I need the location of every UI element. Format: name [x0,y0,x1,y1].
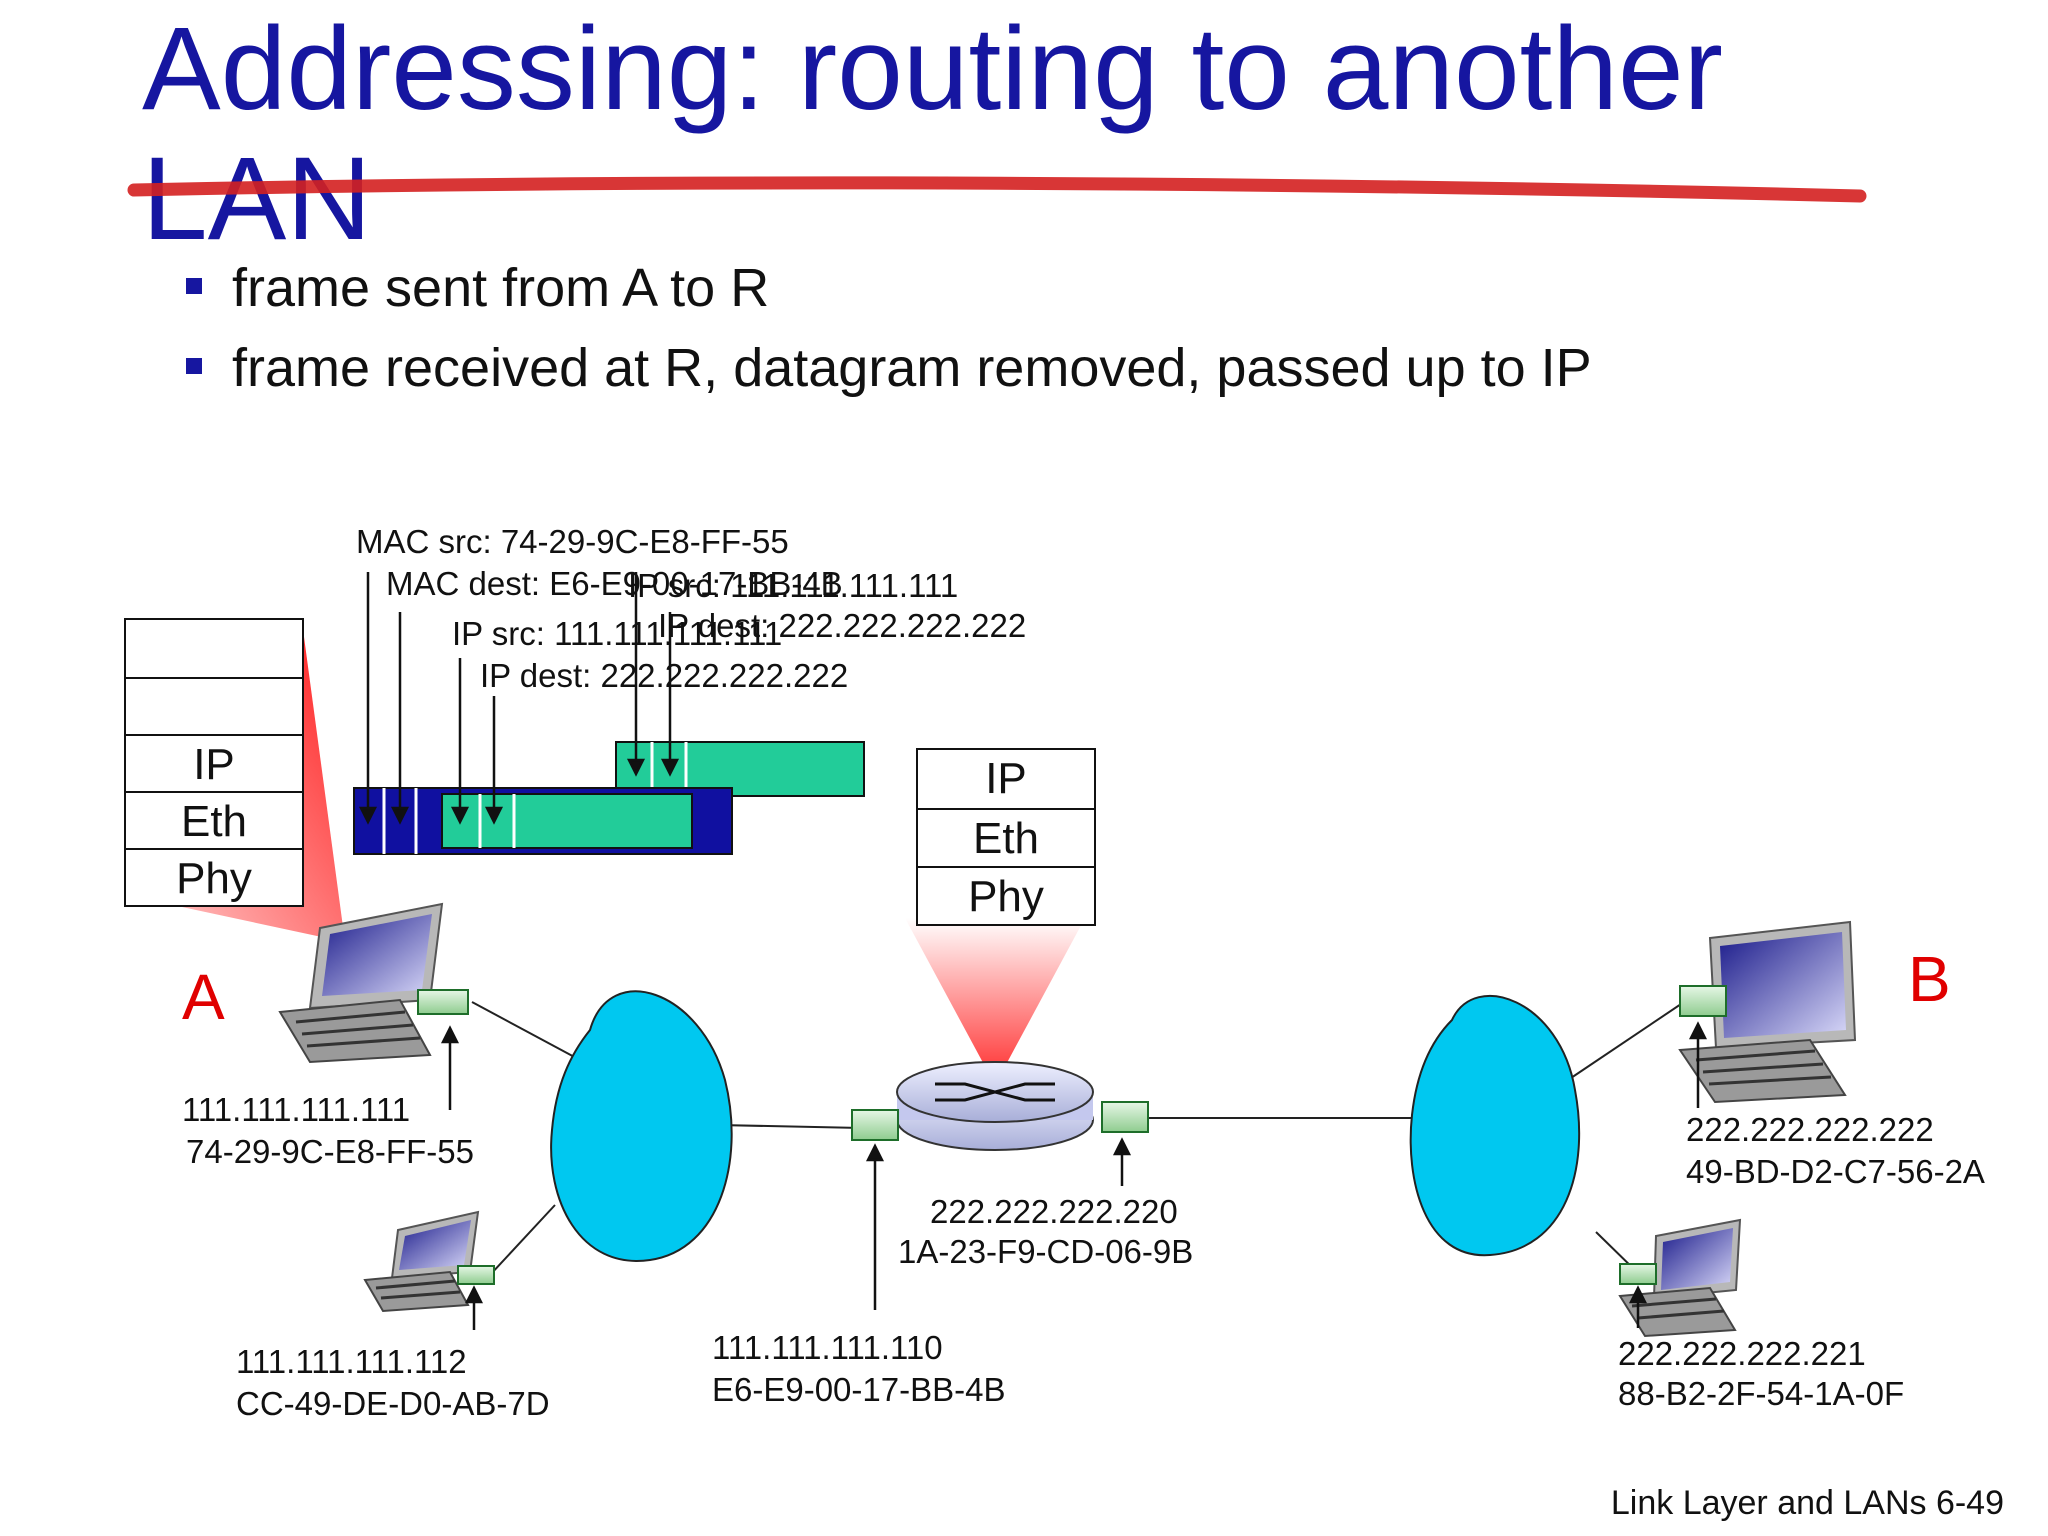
router-right-ip: 222.222.222.220 [930,1193,1178,1230]
computer-icon-host-b [1678,920,1857,1104]
slide-title: Addressing: routing to another LAN [142,3,1723,265]
node-label-b: B [1908,943,1951,1015]
computer-icon-host-a2 [363,1210,480,1313]
host-b-ip: 222.222.222.222 [1686,1111,1934,1148]
label-ip-dest: IP dest: 222.222.222.222 [480,657,849,694]
router-right-mac: 1A-23-F9-CD-06-9B [898,1233,1194,1270]
lan-cloud-left [550,990,733,1262]
router [896,1061,1094,1151]
router-left-mac: E6-E9-00-17-BB-4B [712,1371,1006,1408]
stack-layer-empty [126,620,302,677]
field-arrows [358,572,680,825]
bullet-item: frame sent from A to R [180,248,1592,328]
bullet-list: frame sent from A to R frame received at… [180,248,1592,408]
interface-arrows [440,1021,1708,1330]
computer-icon-host-b2 [1618,1218,1742,1338]
node-label-a: A [182,961,225,1033]
label-mac-src: MAC src: 74-29-9C-E8-FF-55 [356,523,789,560]
label-ip-src-2: IP src: 111.111.111.111 [628,567,959,604]
bullet-item: frame received at R, datagram removed, p… [180,328,1592,408]
stack-layer-empty [126,677,302,734]
label-ip-dest-2: IP dest: 222.222.222.222 [658,607,1027,644]
slide-footer: Link Layer and LANs 6-49 [1610,1484,2004,1522]
host-a2-mac: CC-49-DE-D0-AB-7D [236,1385,550,1422]
host-a-ip: 111.111.111.111 [182,1091,411,1128]
stack-layer-eth: Eth [126,791,302,848]
datagram-in-frame [441,793,693,849]
host-a2-ip: 111.111.111.112 [236,1343,467,1380]
stack-layer-phy: Phy [918,866,1094,924]
stack-layer-ip: IP [985,754,1027,803]
label-ip-src: IP src: 111.111.111.111 [452,615,783,652]
host-protocol-stack: IP Eth Phy [124,618,304,907]
stack-layer-eth: Eth [918,808,1094,866]
host-b2-ip: 222.222.222.221 [1618,1335,1866,1372]
label-mac-dest: MAC dest: E6-E9-00-17-BB-4B [386,565,843,602]
lan-cloud-right [1409,994,1581,1257]
host-b-mac: 49-BD-D2-C7-56-2A [1686,1153,1985,1190]
stack-callout-router [905,918,1085,1085]
computer-icon-host-a [278,902,444,1064]
host-b2-mac: 88-B2-2F-54-1A-0F [1618,1375,1905,1412]
stack-layer-phy: Phy [126,848,302,905]
nic-adapters [417,985,1727,1285]
router-left-ip: 111.111.111.110 [712,1329,943,1366]
host-a-mac: 74-29-9C-E8-FF-55 [186,1133,474,1170]
stack-layer-ip: IP [126,734,302,791]
datagram-extracted [615,741,865,797]
router-protocol-stack: IP Eth Phy [916,748,1096,926]
